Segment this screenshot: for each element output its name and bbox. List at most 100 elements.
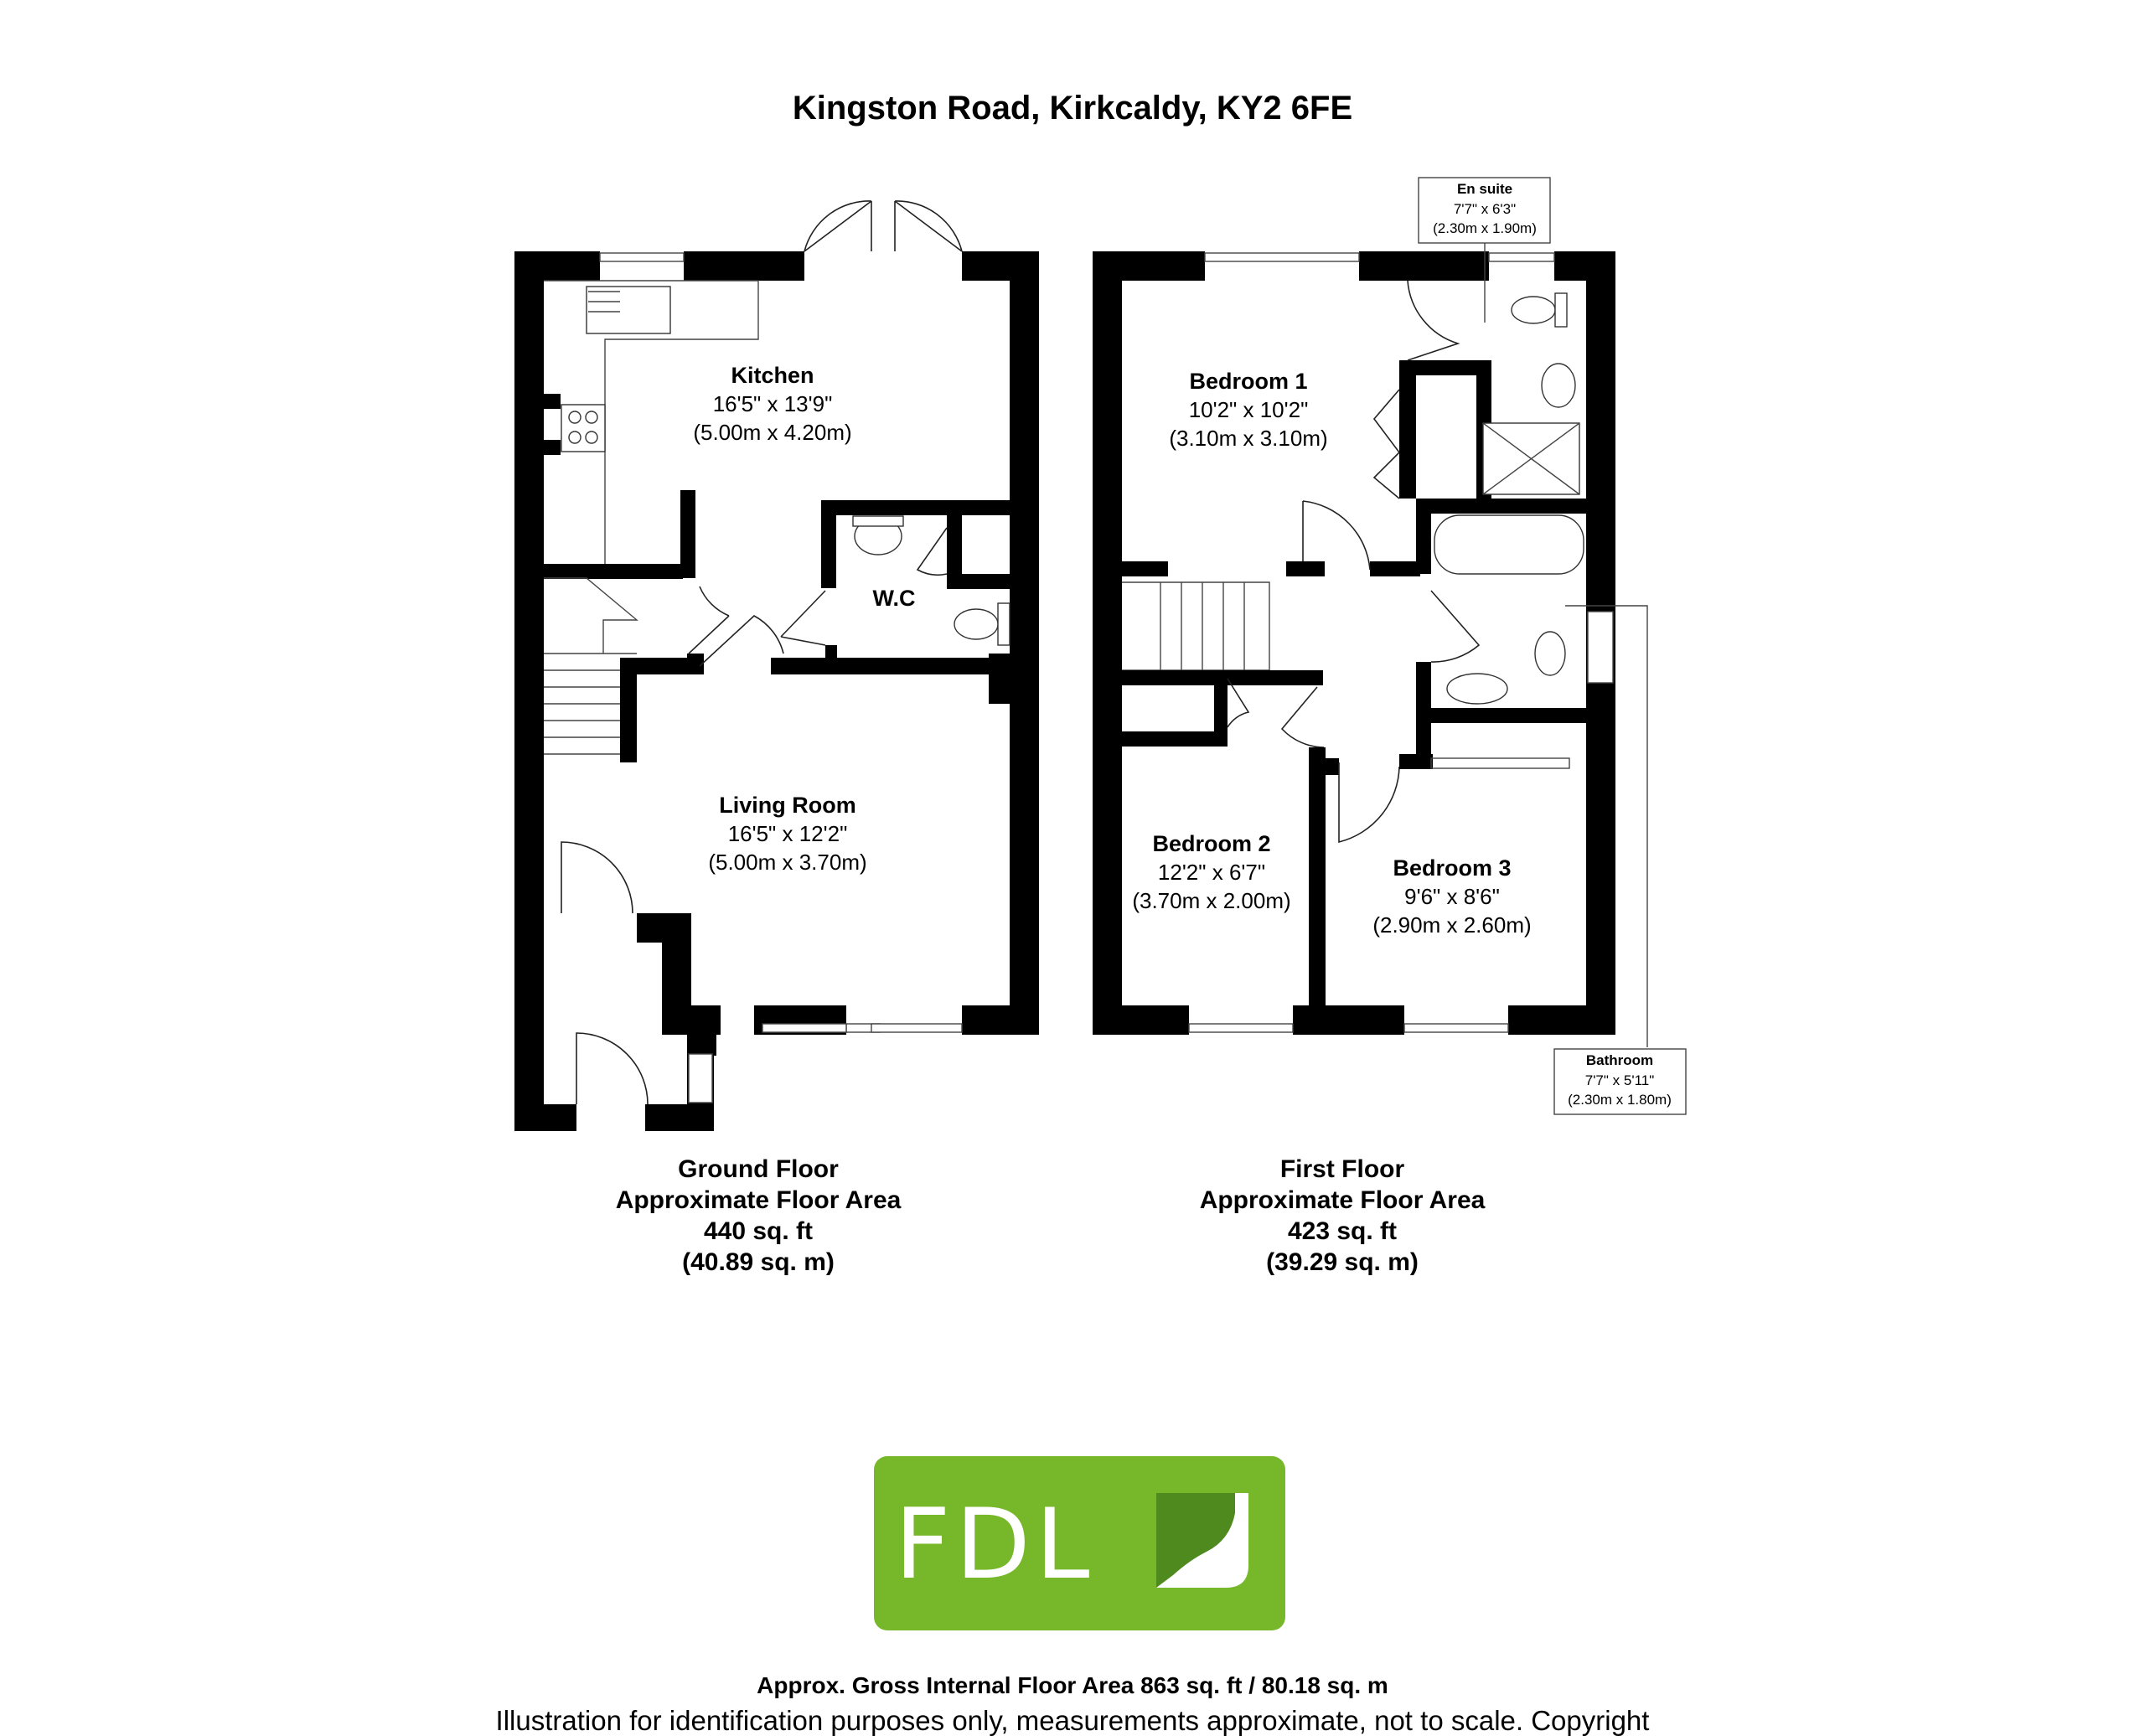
- toilet-cistern: [1554, 292, 1568, 328]
- bedroom1-door: [1302, 500, 1371, 571]
- wall: [544, 394, 561, 409]
- bedroom2-label: Bedroom 2: [1152, 831, 1270, 856]
- bedroom2-imperial: 12'2" x 6'7": [1158, 860, 1265, 885]
- porch-door: [576, 1032, 649, 1105]
- bath: [1434, 514, 1584, 575]
- en-suite-imperial: 7'7" x 6'3": [1454, 201, 1516, 217]
- kitchen-sink: [586, 286, 671, 334]
- wall: [947, 574, 1010, 589]
- ground-floor-plan: W.C Kitchen 16'5" x 13'9" (5.00m x 4.20m…: [514, 200, 1039, 1276]
- wall: [771, 658, 1010, 674]
- stairs: [544, 577, 638, 755]
- hob-ring: [568, 411, 581, 424]
- wall: [544, 564, 683, 579]
- bathroom-door: [1430, 590, 1481, 663]
- window: [762, 1023, 847, 1033]
- window: [599, 252, 685, 262]
- wall: [989, 654, 1010, 704]
- bathroom-leader-line: [1565, 605, 1648, 1047]
- wall: [1122, 731, 1214, 747]
- wall: [1399, 360, 1491, 375]
- leaf-icon: [1156, 1493, 1235, 1588]
- wardrobe-doors: [1372, 389, 1400, 499]
- bathroom-label: Bathroom: [1586, 1052, 1653, 1068]
- toilet-cistern: [997, 602, 1010, 646]
- bathroom-metric: (2.30m x 1.80m): [1568, 1092, 1672, 1108]
- disclaimer-note: Illustration for identification purposes…: [495, 1705, 1650, 1736]
- wall: [514, 1104, 576, 1131]
- wall: [1093, 251, 1122, 1035]
- bedroom1-imperial: 10'2" x 10'2": [1189, 397, 1309, 422]
- wall: [1508, 1005, 1615, 1035]
- hob-ring: [585, 411, 598, 424]
- wall: [1399, 360, 1416, 499]
- en-suite-metric: (2.30m x 1.90m): [1433, 220, 1537, 236]
- wardrobe: [1430, 757, 1570, 769]
- en-suite-label: En suite: [1457, 181, 1512, 197]
- wall: [1010, 251, 1039, 1035]
- en-suite-toilet: [1511, 296, 1556, 324]
- cupboard-door: [916, 527, 948, 576]
- bedroom3-metric: (2.90m x 2.60m): [1372, 912, 1531, 938]
- basin-top: [852, 515, 904, 527]
- plan-title: Kingston Road, Kirkcaldy, KY2 6FE: [793, 90, 1352, 127]
- bedroom2-door: [1280, 686, 1325, 748]
- gross-area-note: Approx. Gross Internal Floor Area 863 sq…: [757, 1672, 1388, 1698]
- wall: [1122, 561, 1168, 576]
- wall: [821, 500, 836, 588]
- wall: [825, 645, 837, 670]
- bedroom1-label: Bedroom 1: [1189, 369, 1307, 394]
- bathroom-basin: [1446, 673, 1508, 705]
- en-suite-basin: [1541, 363, 1576, 408]
- wc-label: W.C: [873, 586, 916, 611]
- first-floor-plan: Bedroom 1 10'2" x 10'2" (3.10m x 3.10m) …: [1093, 177, 1687, 1276]
- bedroom3-door: [1338, 762, 1400, 844]
- hob-ring: [568, 431, 581, 444]
- wall: [1416, 708, 1586, 723]
- first-floor-area-imperial: 423 sq. ft: [1288, 1217, 1397, 1245]
- window: [1587, 611, 1614, 684]
- window: [1488, 252, 1555, 262]
- ground-floor-title: Ground Floor: [678, 1155, 839, 1183]
- wall: [645, 1104, 714, 1131]
- fdl-logo: FDL: [874, 1456, 1285, 1630]
- living-room-label: Living Room: [719, 793, 856, 818]
- wall: [680, 490, 695, 578]
- bathroom-callout-box: [1553, 1048, 1687, 1115]
- cupboard-door: [1227, 678, 1250, 728]
- front-door: [561, 841, 633, 914]
- living-room-metric: (5.00m x 3.70m): [708, 850, 866, 875]
- cupboard-door: [688, 586, 730, 654]
- bedroom2-metric: (3.70m x 2.00m): [1132, 888, 1290, 913]
- kitchen-label: Kitchen: [731, 363, 814, 388]
- wall: [1286, 561, 1325, 576]
- french-door-left: [804, 200, 872, 252]
- ground-floor-area-imperial: 440 sq. ft: [704, 1217, 813, 1245]
- first-floor-area-label: Approximate Floor Area: [1200, 1186, 1486, 1214]
- ground-floor-area-label: Approximate Floor Area: [616, 1186, 902, 1214]
- bedroom1-metric: (3.10m x 3.10m): [1169, 426, 1327, 451]
- kitchen-imperial: 16'5" x 13'9": [713, 391, 833, 416]
- wall: [1416, 499, 1431, 574]
- french-door-right: [894, 200, 963, 252]
- window: [871, 1023, 963, 1033]
- wall: [544, 440, 561, 455]
- wall: [514, 251, 544, 1131]
- wall: [947, 515, 962, 574]
- window: [1188, 1023, 1294, 1033]
- wall: [962, 1005, 1039, 1035]
- hob-ring: [585, 431, 598, 444]
- bathroom-toilet: [1534, 631, 1566, 676]
- wall: [1416, 662, 1431, 723]
- wall: [687, 654, 704, 670]
- hob: [561, 404, 606, 452]
- wall: [1416, 499, 1586, 514]
- living-room-imperial: 16'5" x 12'2": [728, 821, 848, 846]
- door-swing: [804, 200, 872, 252]
- window: [688, 1053, 713, 1103]
- first-floor-area-metric: (39.29 sq. m): [1266, 1248, 1419, 1276]
- wall: [1214, 670, 1228, 747]
- kitchen-metric: (5.00m x 4.20m): [693, 420, 851, 445]
- wall: [637, 913, 691, 943]
